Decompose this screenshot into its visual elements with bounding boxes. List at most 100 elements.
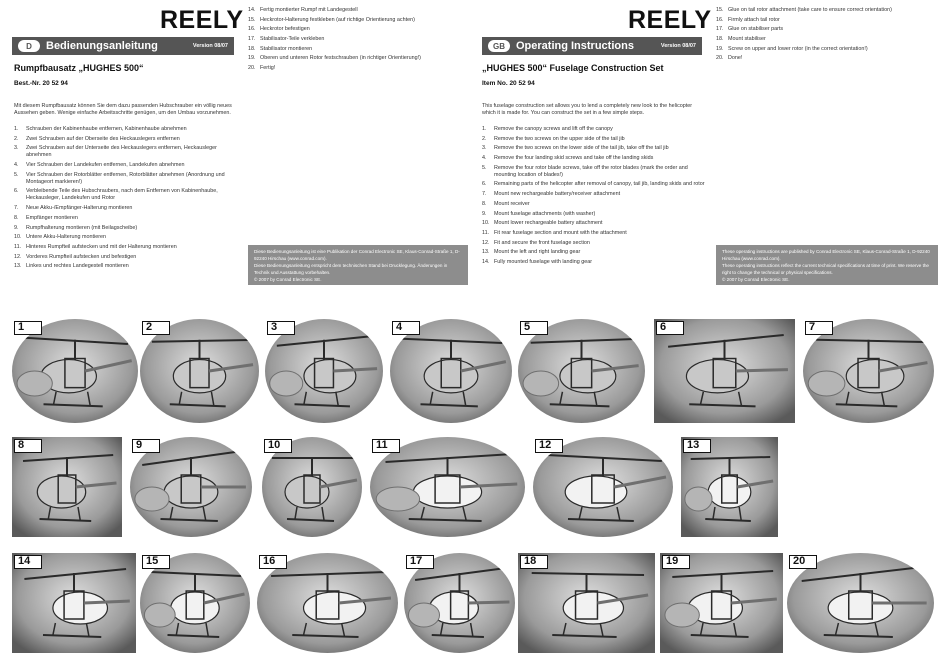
language-badge-gb: GB [488, 40, 510, 52]
helicopter-photo-illustration [262, 437, 362, 537]
helicopter-photo-illustration [518, 553, 655, 653]
step-text: Linkes und rechtes Landegestell montiere… [26, 263, 129, 270]
step-photo-15 [140, 553, 250, 653]
step-item: 18.Mount stabiliser [716, 36, 938, 43]
step-photo-9 [130, 437, 252, 537]
step-item: 17. Glue on stabiliser parts [716, 26, 938, 33]
step-item: 5.Vier Schrauben der Rotorblätter entfer… [14, 172, 236, 186]
helicopter-photo-illustration [803, 319, 934, 423]
step-text: Fertig montierter Rumpf mit Landegestell [260, 7, 358, 13]
step-number: 1. [14, 126, 19, 132]
step-number: 11. [14, 243, 22, 250]
step-item: 9.Rumpfhalterung montieren (mit Beilagsc… [14, 225, 236, 232]
step-number: 4. [482, 155, 487, 162]
legal-paragraph: © 2007 by Conrad Electronic SE. [254, 277, 322, 283]
step-text: Glue on tail rotor attachment (take care… [728, 7, 892, 13]
legal-paragraph: Diese Bedienungsanleitung entspricht dem… [254, 263, 448, 275]
step-item: 18.Stabilisator montieren [248, 46, 468, 53]
step-photo-number: 1 [14, 321, 42, 335]
step-photo-2 [140, 319, 259, 423]
step-item: 19.Screw on upper and lower rotor (in th… [716, 46, 938, 53]
version-label-gb: Version 08/07 [660, 43, 696, 49]
step-photo-19 [660, 553, 783, 653]
step-text: Remove the two screws on the lower side … [494, 145, 669, 152]
step-number: 9. [14, 224, 19, 231]
step-photo-number: 12 [535, 439, 563, 453]
step-item: 7. Neue Akku-/Empfänger-Halterung montier… [14, 205, 236, 212]
helicopter-photo-illustration [140, 319, 259, 423]
step-number: 7. [14, 205, 19, 212]
step-number: 6. [14, 188, 19, 195]
step-item: 16.Heckrotor befestigen [248, 26, 468, 33]
step-number: 20. [716, 55, 724, 62]
step-item: 14.Fully mounted fuselage with landing g… [482, 259, 707, 266]
helicopter-photo-illustration [533, 437, 673, 537]
step-photo-4 [390, 319, 512, 423]
brand-logo-gb: REELY [628, 6, 712, 34]
step-number: 14. [482, 258, 490, 265]
step-item: 13.Mount the left and right landing gear [482, 249, 707, 256]
step-item: 14.Fertig montierter Rumpf mit Landegest… [248, 7, 468, 14]
step-item: 3.Zwei Schrauben auf der Unterseite des … [14, 145, 236, 159]
legal-paragraph: Diese Bedienungsanleitung ist eine Publi… [254, 249, 460, 261]
step-photo-number: 10 [264, 439, 292, 453]
step-item: 2.Remove the two screws on the upper sid… [482, 136, 707, 143]
step-text: Fertig! [260, 65, 276, 72]
item-number-gb: Item No. 20 52 94 [482, 80, 535, 87]
step-list-de: 1. Schrauben der Kabinenhaube entfernen, … [14, 126, 236, 273]
step-item: 8. Mount receiver [482, 201, 707, 208]
step-photo-number: 18 [520, 555, 548, 569]
step-item: 15.Glue on tail rotor attachment (take c… [716, 7, 938, 14]
step-photo-number: 7 [805, 321, 833, 335]
step-text: Neue Akku-/Empfänger-Halterung montieren [26, 205, 133, 212]
step-number: 3. [14, 145, 19, 152]
step-text: Verbleibende Teile des Hubschraubers, na… [26, 188, 218, 202]
step-number: 8. [482, 200, 487, 207]
step-text: Stabilisator-Teile verkleben [260, 36, 325, 43]
step-number: 8. [14, 214, 19, 221]
step-number: 4. [14, 162, 19, 169]
step-item: 3.Remove the two screws on the lower sid… [482, 145, 707, 152]
step-text: Remove the four rotor blade screws, take… [494, 164, 688, 178]
step-photo-11 [370, 437, 525, 537]
step-item: 12.Fit and secure the front fuselage sec… [482, 240, 707, 247]
step-photo-12 [533, 437, 673, 537]
step-item: 20. Done! [716, 55, 938, 62]
step-number: 17. [248, 36, 256, 43]
helicopter-photo-illustration [12, 319, 138, 423]
step-number: 2. [14, 135, 19, 142]
step-text: Heckrotor befestigen [260, 26, 310, 33]
step-item: 9.Mount fuselage attachments (with washe… [482, 211, 707, 218]
step-item: 10.Untere Akku-Halterung montieren [14, 234, 236, 241]
step-photo-number: 5 [520, 321, 548, 335]
step-text: Fit rear fuselage section and mount with… [494, 229, 627, 236]
step-text: Stabilisator montieren [260, 45, 313, 52]
step-text: Mount receiver [494, 200, 530, 207]
step-number: 13. [14, 263, 22, 270]
step-number: 6. [482, 181, 487, 188]
step-number: 9. [482, 210, 487, 217]
step-text: Mount the left and right landing gear [494, 249, 581, 256]
header-bar-de: D Bedienungsanleitung Version 08/07 [12, 37, 234, 55]
legal-box-de: Diese Bedienungsanleitung ist eine Publi… [248, 245, 468, 285]
step-number: 19. [716, 45, 724, 52]
step-text: Firmly attach tail rotor [728, 16, 780, 23]
step-item: 1.Remove the canopy screws and lift off … [482, 126, 707, 133]
helicopter-photo-illustration [370, 437, 525, 537]
helicopter-photo-illustration [660, 553, 783, 653]
step-text: Mount new rechargeable battery/receiver … [494, 191, 621, 198]
step-text: Schrauben der Kabinenhaube entfernen, Ka… [26, 126, 187, 132]
step-text: Done! [728, 55, 743, 62]
step-photo-14 [12, 553, 136, 653]
step-photo-1 [12, 319, 138, 423]
intro-text-de: Mit diesem Rumpfbausatz können Sie dem d… [14, 103, 232, 116]
step-item: 1. Schrauben der Kabinenhaube entfernen, … [14, 126, 236, 133]
step-item: 5.Remove the four rotor blade screws, ta… [482, 165, 707, 179]
step-text: Glue on stabiliser parts [728, 26, 784, 33]
step-photo-20 [787, 553, 934, 653]
step-photo-number: 2 [142, 321, 170, 335]
step-number: 17. [716, 26, 724, 33]
step-photo-number: 20 [789, 555, 817, 569]
helicopter-photo-illustration [257, 553, 398, 653]
step-text: Zwei Schrauben auf der Oberseite des Hec… [26, 135, 180, 142]
